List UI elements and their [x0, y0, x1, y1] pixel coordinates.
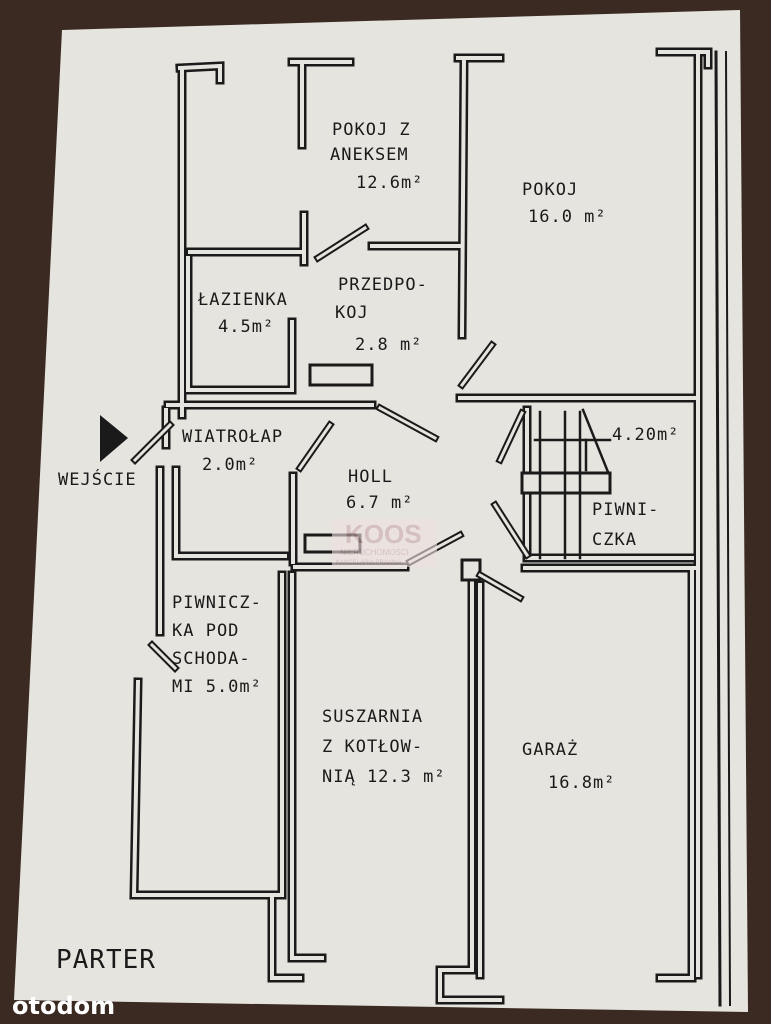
- stairs: [533, 408, 612, 560]
- door-icon: [377, 405, 438, 441]
- wall-block: [308, 363, 374, 387]
- door-icon: [132, 422, 173, 463]
- door-icon: [498, 411, 524, 462]
- stair-line: [581, 408, 610, 474]
- watermark: KOOS NIERUCHOMOŚCI KANCELARIA PRAWNA: [332, 519, 437, 567]
- wall-block: [460, 558, 482, 582]
- wall-fill: [270, 893, 302, 980]
- svg-text:KOOS: KOOS: [345, 519, 422, 549]
- wall-fill: [658, 50, 710, 67]
- wall-fill: [131, 573, 284, 897]
- svg-text:NIERUCHOMOŚCI: NIERUCHOMOŚCI: [340, 548, 409, 557]
- entrance-arrow-icon: [100, 415, 128, 462]
- paper-sheet: [14, 10, 748, 1012]
- door-icon: [149, 642, 178, 671]
- wall-fill: [177, 63, 222, 82]
- door-icon: [492, 502, 530, 558]
- wall-fill: [438, 576, 502, 1002]
- door-icon: [297, 422, 333, 471]
- door-icon: [459, 342, 495, 388]
- wall-fill: [658, 568, 694, 980]
- entrance-label: WEJŚCIE: [58, 468, 137, 490]
- wall-fill: [290, 573, 324, 960]
- wall-fill: [174, 468, 287, 558]
- walls: [129, 47, 732, 1007]
- svg-text:KANCELARIA PRAWNA: KANCELARIA PRAWNA: [336, 560, 401, 566]
- wall-fill: [186, 256, 294, 392]
- door-icon: [315, 225, 368, 261]
- outer-wall: [714, 50, 722, 1007]
- plan-title: PARTER: [56, 945, 156, 975]
- otodom-logo: otodom: [12, 992, 115, 1020]
- door-icon: [477, 572, 523, 601]
- wall-fill: [459, 55, 467, 338]
- outer-wall: [724, 50, 732, 1007]
